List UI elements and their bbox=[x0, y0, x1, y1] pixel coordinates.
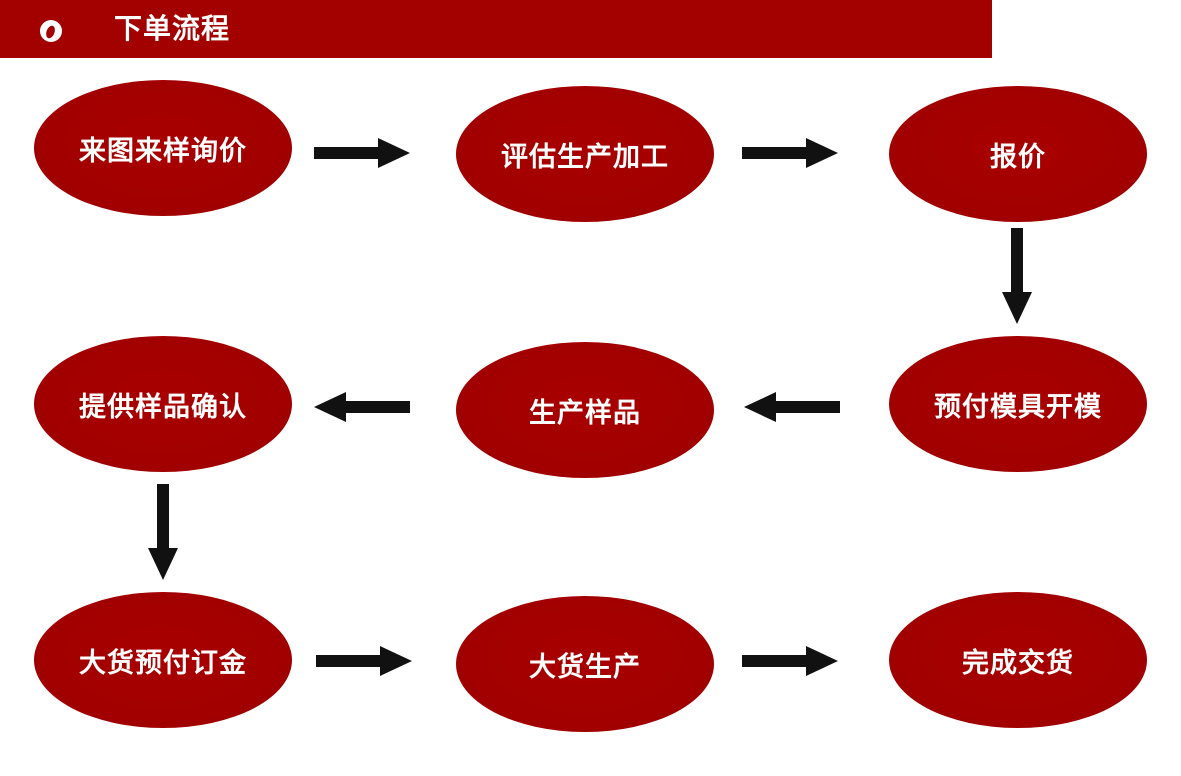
circle-logo-icon bbox=[40, 20, 62, 42]
page-title: 下单流程 bbox=[114, 12, 231, 45]
header-bar: 下单流程 bbox=[0, 0, 992, 58]
arrow-down-icon bbox=[1002, 228, 1032, 324]
step-confirm-sample: 提供样品确认 bbox=[34, 336, 292, 472]
arrow-right-icon bbox=[314, 138, 410, 168]
step-mass-production: 大货生产 bbox=[456, 596, 714, 732]
arrow-left-icon bbox=[744, 392, 840, 422]
step-evaluate: 评估生产加工 bbox=[456, 86, 714, 222]
step-prepay-mold: 预付模具开模 bbox=[889, 336, 1147, 472]
arrow-left-icon bbox=[314, 392, 410, 422]
arrow-right-icon bbox=[742, 646, 838, 676]
step-produce-sample: 生产样品 bbox=[456, 342, 714, 478]
arrow-right-icon bbox=[316, 646, 412, 676]
step-deposit: 大货预付订金 bbox=[34, 592, 292, 728]
arrow-down-icon bbox=[148, 484, 178, 580]
step-quote: 报价 bbox=[889, 86, 1147, 222]
step-inquiry: 来图来样询价 bbox=[34, 80, 292, 216]
arrow-right-icon bbox=[742, 138, 838, 168]
step-delivery: 完成交货 bbox=[889, 592, 1147, 728]
